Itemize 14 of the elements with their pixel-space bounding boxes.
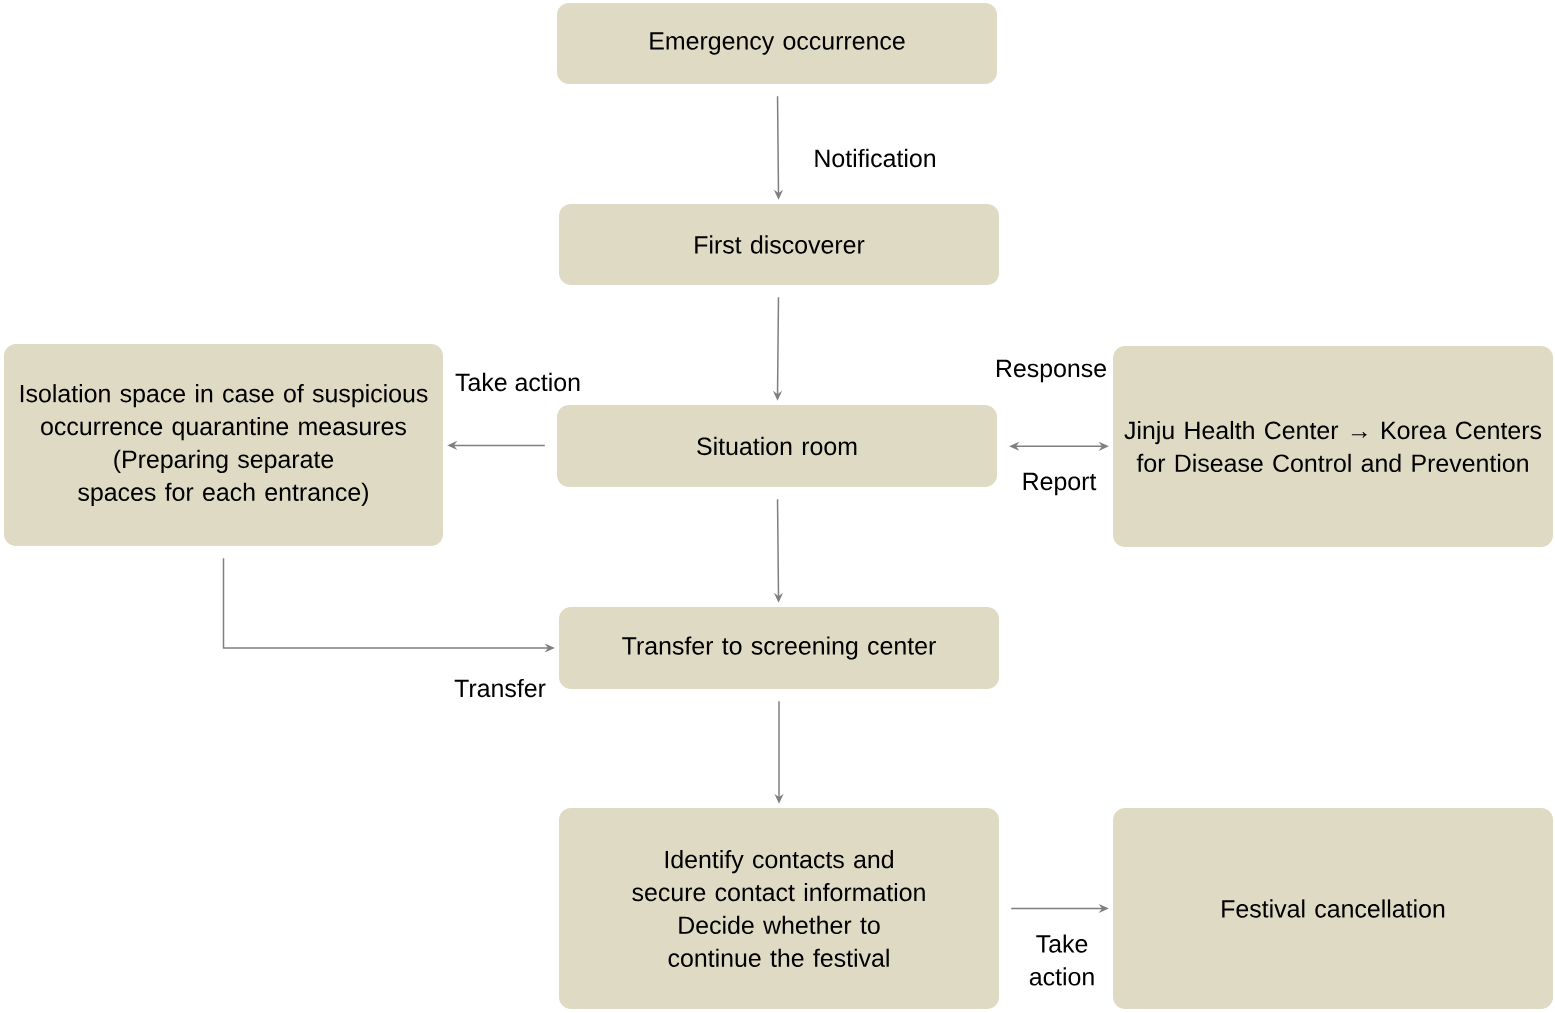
edge-label: Take action <box>1029 934 1094 986</box>
process-box: Jinju Health Center → Korea Centers for Disease Control and Prevention <box>1113 346 1553 547</box>
edge-label: Take action <box>455 372 580 392</box>
process-box: Transfer to screening center <box>559 607 999 689</box>
text-label: Report <box>1023 472 1097 496</box>
edge-label: Notification <box>815 148 935 168</box>
process-box: Situation room <box>557 405 997 487</box>
process-box: Isolation space in case of suspicious occurrence quarantine measures (Preparing separate spaces for each entrance) <box>4 344 443 546</box>
edge-label: Transfer <box>454 678 546 698</box>
process-box: First discoverer <box>559 204 999 285</box>
process-box: Identify contacts and secure contact information Decide whether to continue the festival <box>559 808 999 1009</box>
process-box: Emergency occurrence <box>557 3 997 84</box>
edge-label: Response <box>997 359 1106 383</box>
process-box: Festival cancellation <box>1113 808 1553 1009</box>
